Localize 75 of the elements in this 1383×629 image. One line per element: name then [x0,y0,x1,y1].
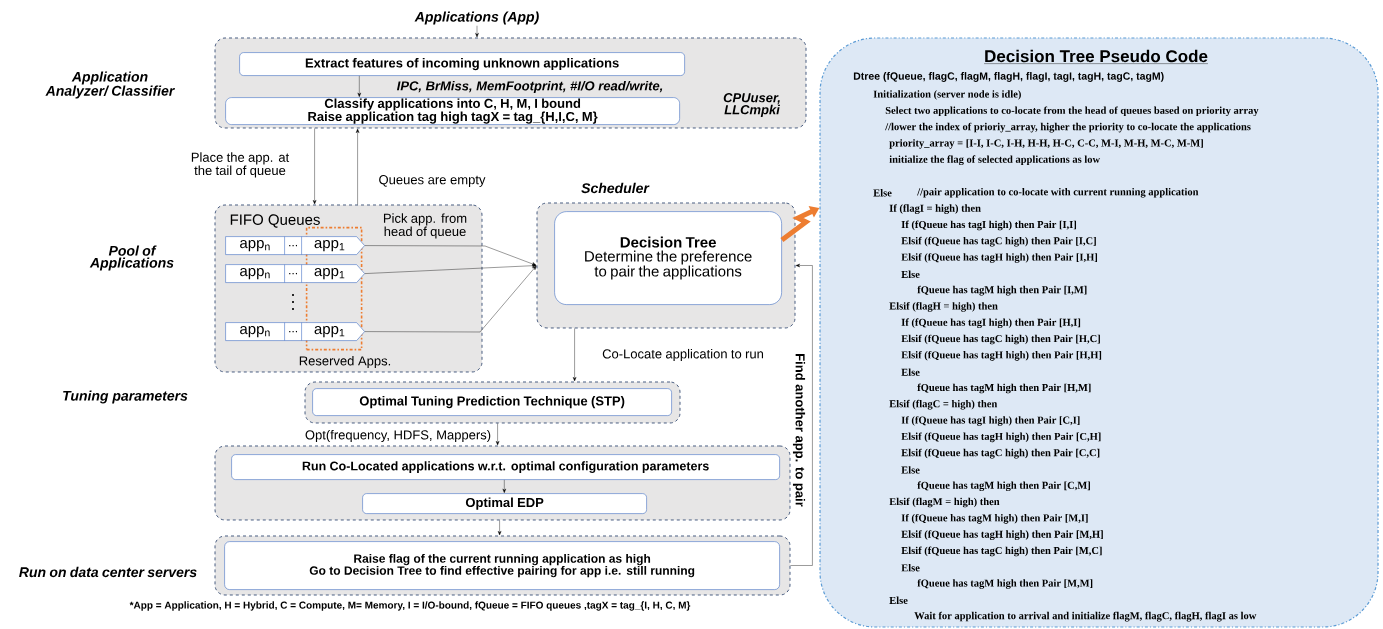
code-line: initialize the flag of selected applications as low [889,155,1101,166]
edge-label: Queues are empty [379,175,486,187]
code-line: If (fQueue has tagM high) then Pair [M,I] [901,513,1088,524]
code-line: Elsif (fQueue has tagC high) then Pair [I,C] [901,236,1096,247]
queue-row: app$_{n}$ ... app$_{1}$ [225,322,365,341]
process-box: Classify applications into C, H, M, I bound Raise application tag high tagX = tag_{H,I,C, M} [225,97,680,125]
process-box: Optimal EDP [362,493,647,514]
code-line: Elsif (fQueue has tagC high) then Pair [H,C] [901,334,1100,345]
arrow [495,423,500,446]
arrow [312,128,317,205]
arrow [364,263,537,274]
arrow [475,25,479,38]
arrow [364,245,537,266]
edge-label: Find another app. to pair [792,354,806,507]
code-line: Initialization (server node is idle) [873,90,1021,100]
code-line: If (fQueue has tagI high) then Pair [C,I] [901,416,1080,426]
arrow [502,479,507,493]
function-signature: Dtree (fQueue, flagC, flagM, flagH, flagI, tagI, tagH, tagC, tagM) [853,72,1164,82]
input-label: Applications (App) [414,11,539,25]
process-box: Run Co-Located applications w.r.t. optimal configuration parameters [231,454,780,480]
code-line: Else [873,189,892,197]
code-line: Else [901,368,920,376]
code-line: Elsif (fQueue has tagC high) then Pair [C,C] [901,448,1100,459]
code-line: fQueue has tagM high then Pair [C,M] [917,481,1090,492]
code-line: Wait for application to arrival and initialize flagM, flagC, flagH, flagI as low [914,611,1257,622]
code-line: Else [901,466,920,474]
code-line: Else [901,564,920,572]
code-line: Elsif (fQueue has tagH high) then Pair [M,H] [901,530,1103,540]
box-caption: Reserved Apps. [299,355,391,369]
code-line: Elsif (flagM = high) then [889,497,1000,508]
code-line: If (flagI = high) then [889,204,981,214]
section-heading: Run on data center servers [19,566,197,578]
code-line: fQueue has tagM high then Pair [I,M] [917,285,1087,296]
code-line: //pair application to co-locate with current running application [917,188,1199,198]
process-box: Optimal Tuning Prediction Technique (STP) [312,388,672,416]
code-line: priority_array = [I-I, I-C, I-H, H-H, H-C, C-C, M-I, M-H, M-C, M-M] [889,139,1203,149]
code-line: Else [901,270,920,278]
code-line: Else [889,596,908,604]
queue-row: app$_{n}$ ... app$_{1}$ [225,264,365,283]
code-line: Elsif (fQueue has tagH high) then Pair [H,H] [901,350,1102,361]
pseudo-code-panel [819,37,1379,628]
code-line: If (fQueue has tagI high) then Pair [I,I] [901,220,1076,231]
edge-label: Opt(frequency, HDFS, Mappers) [305,429,491,443]
edge-label: Place the app. at the tail of queue [191,152,290,178]
arrow [572,328,577,382]
process-box: Raise flag of the current running application as high Go to Decision Tree to find effective pairing for app i.e. still running [224,541,780,590]
arrow [497,520,502,536]
section-heading: Application Analyzer/ Classifier [45,71,175,99]
code-line: fQueue has tagM high then Pair [M,M] [917,579,1093,589]
code-line: //lower the index of prioriy_array, higher the priority to co-locate the applications [885,122,1251,133]
code-line: Elsif (fQueue has tagH high) then Pair [C,H] [901,432,1101,443]
queue-row: app$_{n}$ ... app$_{1}$ [225,236,365,255]
code-line: If (fQueue has tagI high) then Pair [H,I] [901,318,1081,329]
process-box: Decision Tree Determine the preference to pair the applications [554,211,782,305]
arrow [790,263,813,566]
section-heading: Scheduler [581,182,650,194]
edge-label: Pick app. from head of queue [384,213,467,239]
footnote: *App = Application, H = Hybrid, C = Compute, M= Memory, I = I/O-bound, fQueue = FIFO queues ,tagX = tag_{I, H, C, M} [129,601,691,611]
edge-label: Co-Locate application to run [602,348,763,362]
arrow [355,128,360,205]
code-line: Elsif (flagH = high) then [889,302,998,312]
code-line: Elsif (fQueue has tagC high) then Pair [M,C] [901,546,1102,557]
section-heading: Tuning parameters [63,390,188,404]
edge-label: IPC, BrMiss, MemFootprint, #I/O read/write, [396,80,663,94]
arrow [357,75,362,97]
code-line: Elsif (fQueue has tagH high) then Pair [I,H] [901,253,1097,263]
queue-heading: FIFO Queues [230,214,320,228]
code-line: fQueue has tagM high then Pair [H,M] [917,383,1091,394]
arrow [364,265,537,333]
feature-list: CPUuser, LLCmpki [723,93,781,117]
section-heading: Pool of Applications [89,245,174,271]
code-line: Elsif (flagC = high) then [889,399,998,410]
code-line: Select two applications to co-locate from the head of queues based on priority array [885,106,1259,117]
panel-title: Decision Tree Pseudo Code [983,49,1209,64]
process-box: Extract features of incoming unknown applications [239,52,685,76]
